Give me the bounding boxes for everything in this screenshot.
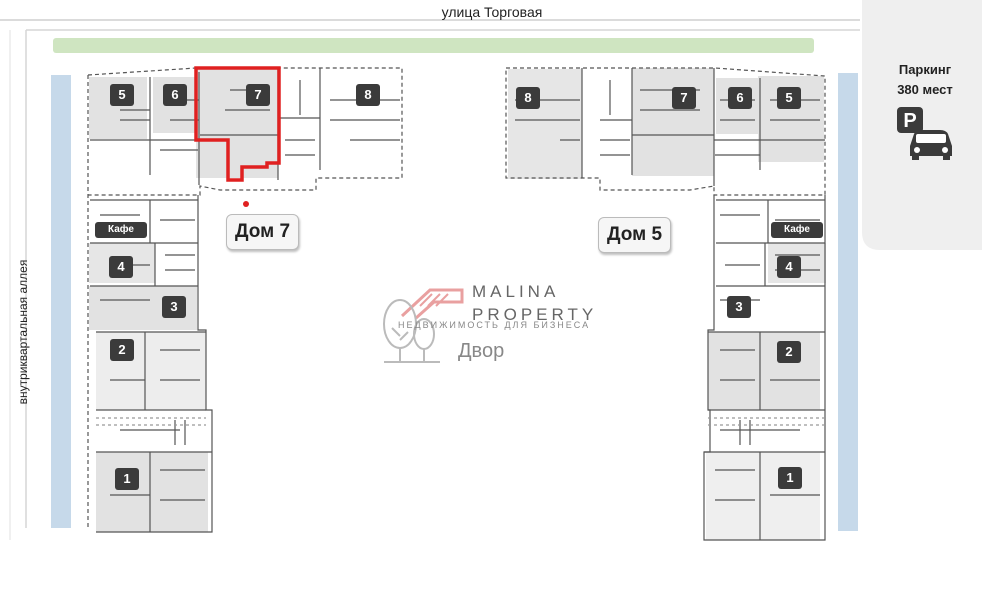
malina-house-tree-logo-icon [383,288,464,363]
unit-badge-left-2[interactable]: 2 [110,339,134,361]
street-label-left: внутриквартальная аллея [16,259,30,405]
building-label-right: Дом 5 [598,217,672,253]
svg-text:P: P [903,110,916,132]
unit-badge-right-8[interactable]: 8 [516,87,540,109]
unit-badge-left-7[interactable]: 7 [246,84,270,106]
parking-title: Паркинг [898,62,952,77]
unit-badge-left-4[interactable]: 4 [109,256,133,278]
unit-badge-right-2[interactable]: 2 [777,341,801,363]
cafe-badge-left[interactable]: Кафе [95,222,147,238]
building-left [87,66,403,533]
unit-7-highlight [194,66,281,182]
unit-badge-left-3[interactable]: 3 [162,296,186,318]
unit-badge-right-1[interactable]: 1 [778,467,802,489]
brand-tagline: НЕДВИЖИМОСТЬ ДЛЯ БИЗНЕСА [398,320,591,330]
unit-badge-right-4[interactable]: 4 [777,256,801,278]
unit-badge-right-6[interactable]: 6 [728,87,752,109]
unit-badge-left-1[interactable]: 1 [115,468,139,490]
parking-capacity: 380 мест [897,82,953,97]
unit-badge-left-6[interactable]: 6 [163,84,187,106]
parking-car-icon: P [897,107,952,160]
unit-badge-right-7[interactable]: 7 [672,87,696,109]
unit-badge-left-8[interactable]: 8 [356,84,380,106]
cafe-badge-right[interactable]: Кафе [771,222,823,238]
unit-badge-left-5[interactable]: 5 [110,84,134,106]
right-walkway [838,73,858,531]
parking-label: Паркинг 380 мест [880,60,970,100]
unit-badge-right-3[interactable]: 3 [727,296,751,318]
brand-name: MALINA PROPERTY [472,280,597,326]
brand-name-line1: MALINA [472,282,560,301]
yard-label: Двор [458,340,505,362]
building-label-left: Дом 7 [226,214,300,250]
brand-name-line2: PROPERTY [472,305,598,324]
green-zone [53,38,814,53]
street-label-top: улица Торговая [441,4,543,20]
unit-badge-right-5[interactable]: 5 [777,87,801,109]
left-walkway [51,75,71,528]
entrance-marker [243,201,249,207]
